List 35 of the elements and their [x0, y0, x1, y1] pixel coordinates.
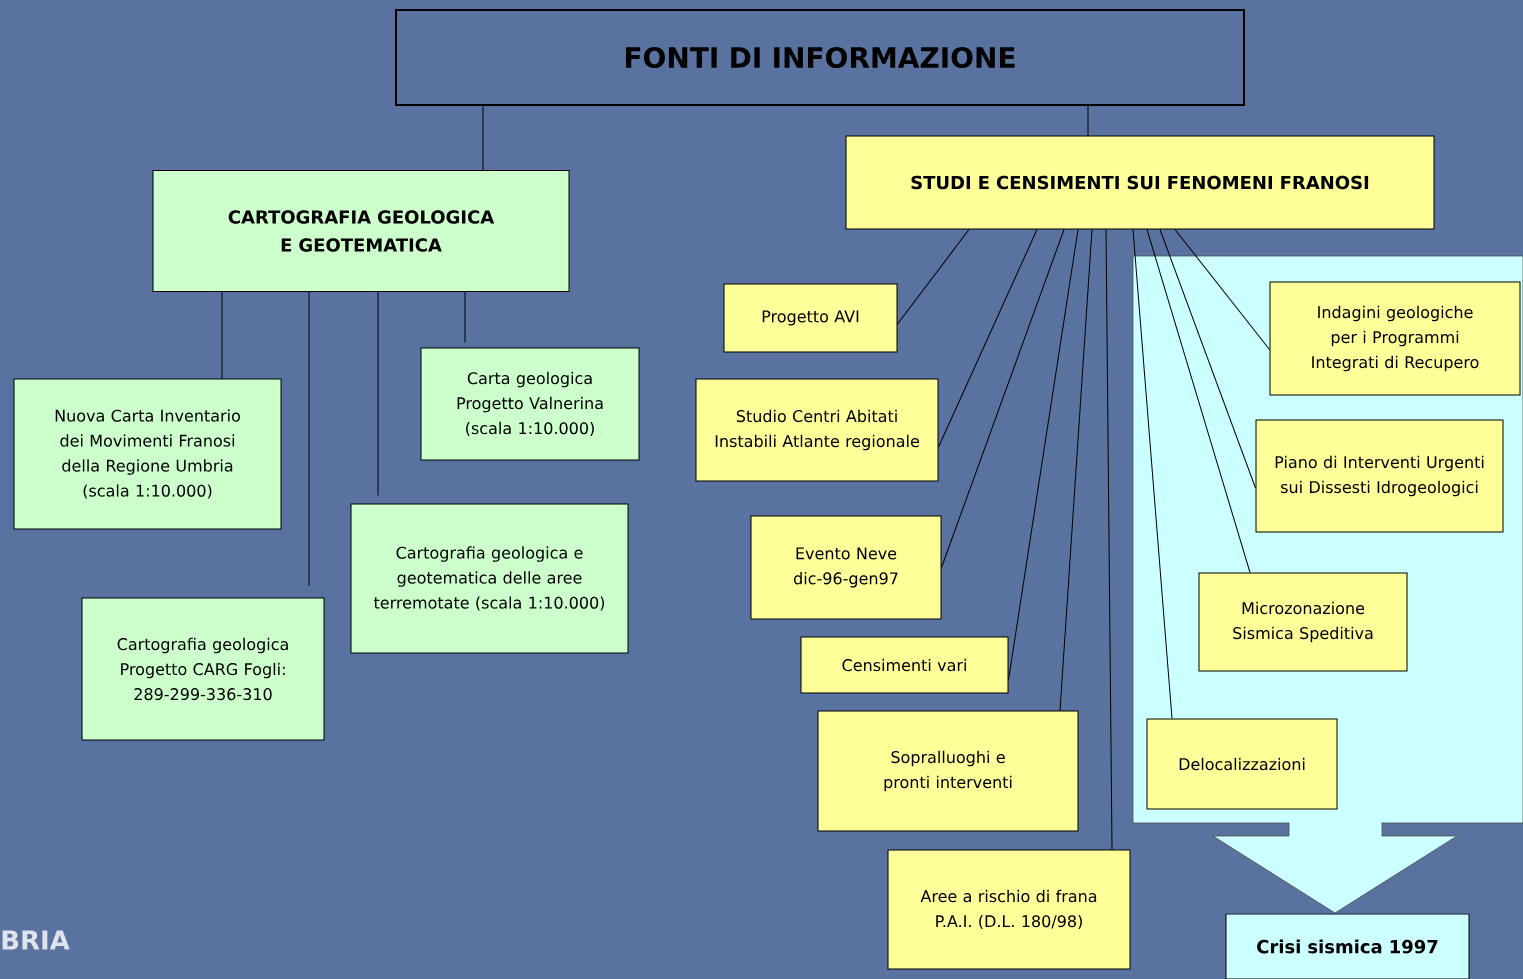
connector-line [1132, 229, 1173, 719]
connector-line [1146, 229, 1251, 573]
connector-line [941, 229, 1065, 568]
source-box: Indagini geologiche per i Programmi Integrati di Recupero [1269, 281, 1521, 396]
result-box: Crisi sismica 1997 [1225, 913, 1470, 979]
footer-text: BRIA [2, 930, 70, 950]
connector-line [221, 291, 223, 379]
connector-line [377, 291, 379, 496]
source-box: Carta geologica Progetto Valnerina (scala 1:10.000) [420, 347, 640, 461]
connector-line [1159, 229, 1256, 489]
source-box: Cartografia geologica e geotematica delle aree terremotate (scala 1:10.000) [350, 503, 629, 654]
connector-line [464, 291, 466, 343]
category-box: CARTOGRAFIA GEOLOGICA E GEOTEMATICA [152, 170, 570, 292]
title-box: FONTI DI INFORMAZIONE [395, 9, 1245, 106]
connector-line [482, 105, 484, 171]
source-box: Evento Neve dic-96-gen97 [750, 515, 942, 620]
source-box: Censimenti vari [800, 636, 1009, 694]
connector-line [1059, 229, 1093, 711]
connector-line [1087, 105, 1089, 136]
connector-line [308, 291, 310, 586]
source-box: Progetto AVI [723, 283, 898, 353]
source-box: Cartografia geologica Progetto CARG Fogli: 289-299-336-310 [81, 597, 325, 741]
source-box: Microzonazione Sismica Speditiva [1198, 572, 1408, 672]
source-box: Studio Centri Abitati Instabili Atlante regionale [695, 378, 939, 482]
connector-line [1105, 229, 1113, 850]
source-box: Sopralluoghi e pronti interventi [817, 710, 1079, 832]
source-box: Piano di Interventi Urgenti sui Dissesti Idrogeologici [1255, 419, 1504, 533]
connector-line [897, 229, 970, 325]
category-box: STUDI E CENSIMENTI SUI FENOMENI FRANOSI [845, 135, 1435, 230]
source-box: Aree a rischio di frana P.A.I. (D.L. 180/98) [887, 849, 1131, 970]
source-box: Nuova Carta Inventario dei Movimenti Franosi della Regione Umbria (scala 1:10.000) [13, 378, 282, 530]
source-box: Delocalizzazioni [1146, 718, 1338, 810]
connector-line [1174, 229, 1270, 350]
connector-line [1008, 229, 1079, 681]
connector-line [938, 229, 1038, 448]
